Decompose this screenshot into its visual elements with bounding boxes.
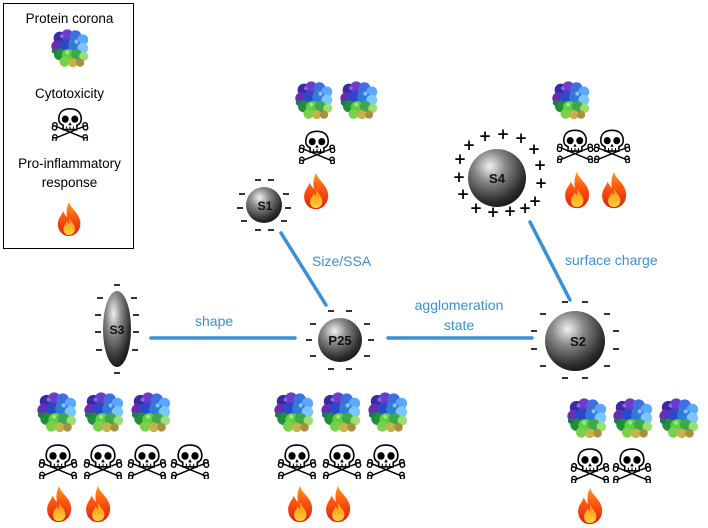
protein-corona-icon	[49, 28, 91, 70]
legend-cytotoxicity-label: Cytotoxicity	[34, 86, 105, 101]
skull-crossbones-icon	[366, 444, 406, 479]
svg-text:+: +	[529, 192, 542, 210]
flame-icon	[86, 485, 111, 523]
flame-icon	[565, 171, 590, 209]
protein-corona-icon	[321, 392, 361, 433]
effects-s4	[552, 81, 631, 209]
particle-label-p25: P25	[328, 333, 351, 348]
protein-corona-icon	[340, 81, 378, 120]
particle-s4	[468, 149, 526, 207]
svg-text:+: +	[504, 202, 517, 220]
skull-crossbones-icon	[170, 444, 210, 479]
svg-text:+: +	[519, 199, 532, 217]
protein-corona-icon	[274, 392, 314, 433]
skull-crossbones-icon	[570, 448, 610, 483]
flame-icon	[602, 171, 627, 209]
svg-text:+: +	[528, 140, 541, 158]
flame-icon	[578, 487, 603, 525]
svg-text:+: +	[470, 199, 483, 217]
skull-crossbones-icon	[83, 444, 123, 479]
skull-crossbones-icon	[51, 106, 89, 141]
edge-line-s1-p25	[279, 231, 328, 307]
protein-corona-icon	[552, 81, 590, 120]
edge-label-agglomeration-line1: agglomeration	[414, 297, 504, 313]
skull-crossbones-icon	[556, 129, 594, 163]
protein-corona-icon	[613, 398, 653, 439]
flame-icon	[54, 199, 84, 239]
connection-lines	[149, 220, 572, 340]
svg-text:+: +	[535, 174, 548, 192]
flame-icon	[288, 485, 313, 523]
protein-corona-icon	[368, 392, 408, 433]
skull-crossbones-icon	[38, 444, 78, 479]
effects-p25	[274, 392, 408, 523]
particle-label-s1: S1	[258, 199, 273, 213]
svg-text:+: +	[453, 168, 466, 186]
svg-text:+: +	[457, 185, 470, 203]
effects-s2	[567, 398, 699, 525]
effects-s1	[295, 81, 378, 210]
svg-text:+: +	[463, 136, 476, 154]
skull-crossbones-icon	[298, 130, 336, 164]
legend-inflammatory-label-line1: Pro-inflammatory	[18, 156, 121, 171]
flame-icon	[304, 172, 329, 210]
svg-text:+: +	[515, 129, 528, 147]
skull-crossbones-icon	[322, 444, 362, 479]
negative-charge-marks	[306, 310, 374, 370]
skull-crossbones-icon	[612, 448, 652, 483]
particle-label-s3: S3	[110, 323, 125, 337]
edge-label-shape: shape	[195, 313, 234, 329]
svg-text:+: +	[479, 127, 492, 145]
svg-text:+: +	[534, 156, 547, 174]
edge-label-size-ssa: Size/SSA	[312, 253, 372, 269]
particle-s3	[95, 284, 139, 374]
protein-corona-icon	[131, 392, 171, 433]
negative-charge-marks	[95, 284, 139, 374]
edge-label-surface-charge: surface charge	[565, 252, 658, 268]
particle-label-s2: S2	[570, 334, 586, 349]
particle-label-s4: S4	[489, 171, 506, 186]
legend-inflammatory-label-line2: response	[41, 175, 98, 190]
flame-icon	[326, 485, 351, 523]
negative-charge-marks	[531, 301, 619, 379]
flame-icon	[47, 485, 72, 523]
protein-corona-icon	[295, 81, 333, 120]
protein-corona-icon	[659, 398, 699, 439]
effects-s3	[37, 392, 210, 523]
particle-p25	[306, 310, 374, 370]
skull-crossbones-icon	[127, 444, 167, 479]
svg-text:+: +	[454, 150, 467, 168]
particle-s1	[237, 179, 291, 231]
protein-corona-icon	[567, 398, 607, 439]
legend: Protein corona Cytotoxicity Pro-inflamma…	[3, 3, 134, 249]
skull-crossbones-icon	[277, 444, 317, 479]
legend-protein-corona-label: Protein corona	[25, 11, 114, 26]
protein-corona-icon	[37, 392, 77, 433]
edge-line-s4-s2	[528, 220, 572, 302]
skull-crossbones-icon	[593, 129, 631, 163]
negative-charge-marks	[237, 179, 291, 231]
protein-corona-icon	[84, 392, 124, 433]
positive-charge-marks: +++ ++ ++ ++ ++ ++++	[453, 125, 548, 221]
svg-text:+: +	[497, 125, 510, 143]
particle-s2	[531, 301, 619, 379]
edge-label-agglomeration-line2: state	[443, 317, 475, 333]
svg-text:+: +	[487, 203, 500, 221]
